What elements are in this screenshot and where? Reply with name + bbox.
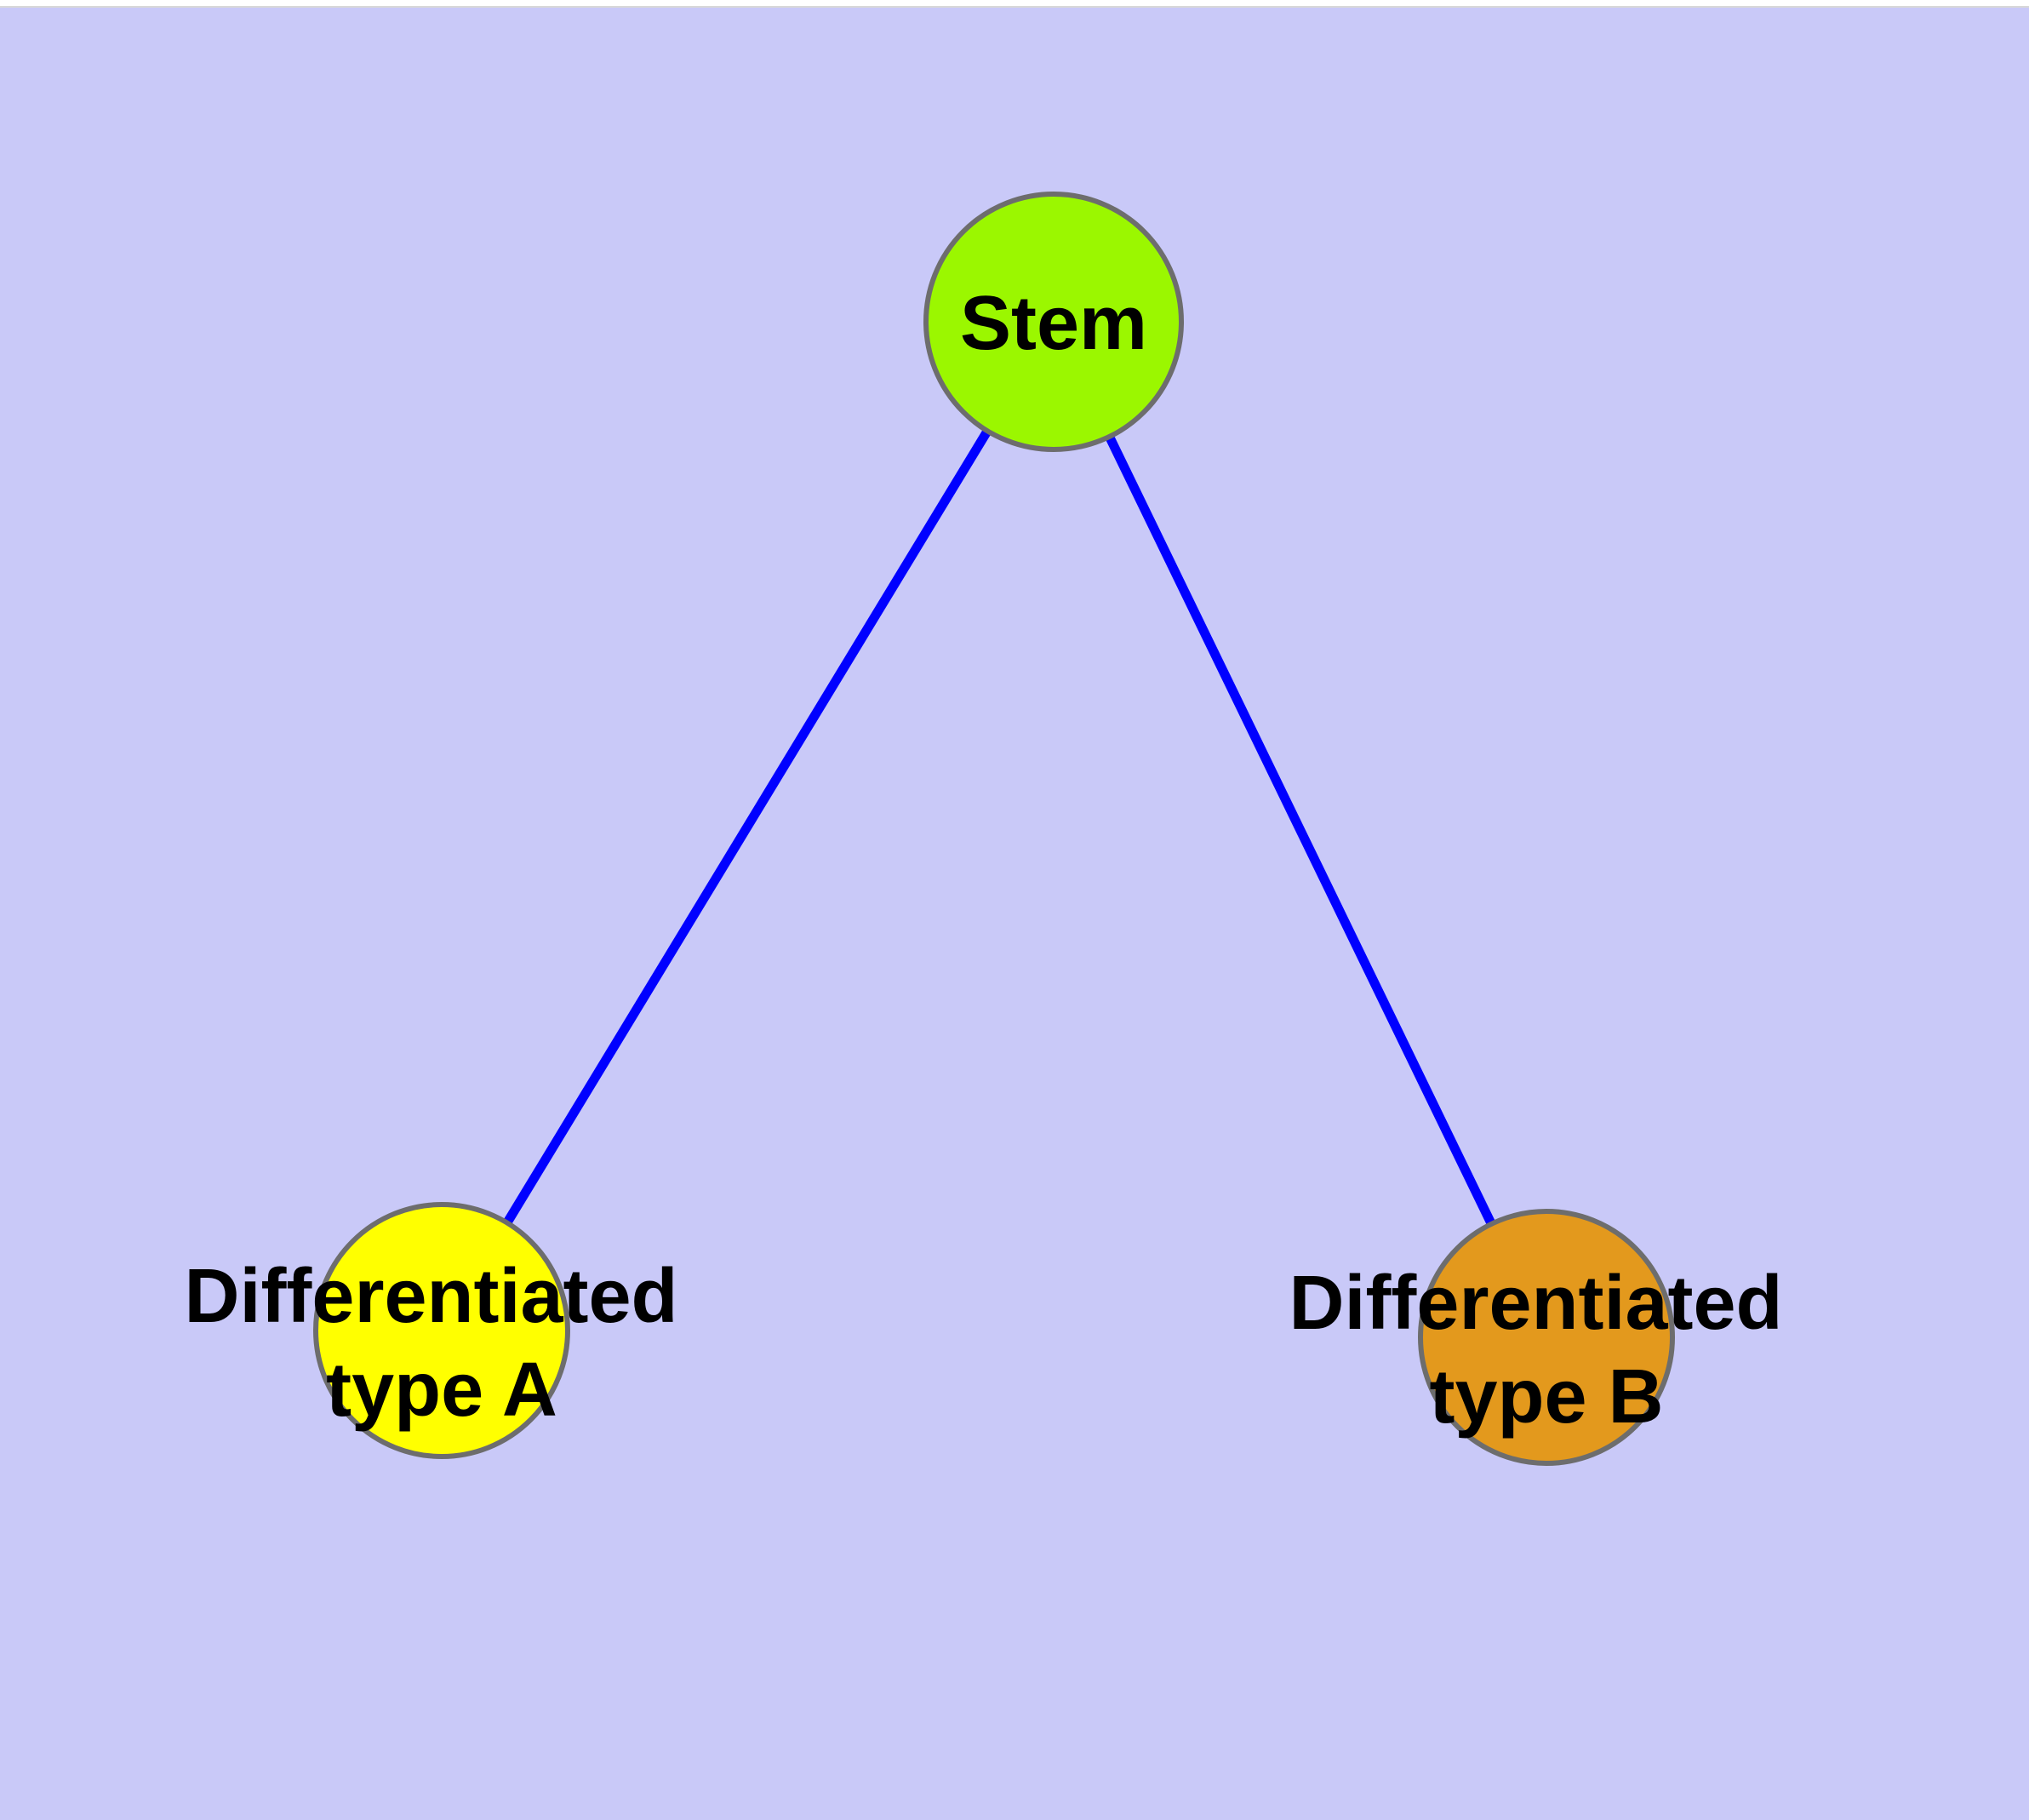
node-stem-label: Stem	[960, 281, 1147, 366]
node-stem-circle	[923, 192, 1184, 452]
node-type-b-label: Differentiated type B	[1289, 1261, 1803, 1439]
node-type-b-circle	[1418, 1209, 1675, 1466]
node-type-a-label-line2: type A	[326, 1348, 557, 1433]
window-top-strip	[0, 0, 2029, 8]
node-type-b-label-line1: Differentiated	[1289, 1261, 1782, 1346]
edge-stem-to-type-a	[437, 319, 1058, 1333]
node-type-a-label-line1: Differentiated	[184, 1254, 677, 1339]
node-type-a-label: Differentiated type A	[184, 1254, 699, 1433]
node-type-a-circle	[313, 1202, 570, 1459]
edge-stem-to-type-b	[1049, 319, 1551, 1340]
node-type-b-label-line2: type B	[1429, 1354, 1663, 1439]
